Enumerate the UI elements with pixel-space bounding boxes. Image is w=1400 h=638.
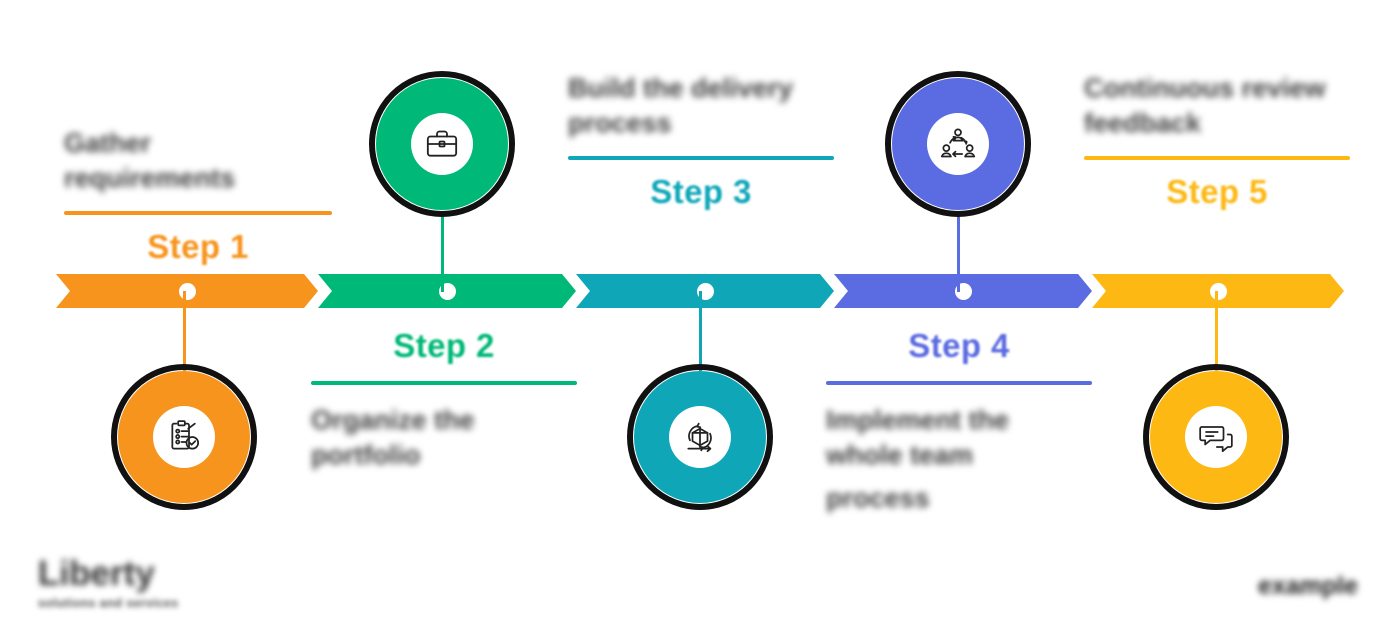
- step-rule-2: [311, 381, 577, 385]
- node-disc-1: [118, 371, 250, 503]
- step-node-5[interactable]: [1143, 364, 1289, 510]
- step-label-4: Step 4: [908, 327, 1010, 364]
- brand-logo-name: Liberty: [38, 554, 155, 593]
- timeline-segment-1[interactable]: [56, 274, 318, 308]
- step-node-4[interactable]: [885, 71, 1031, 217]
- step-description-2: Organize the portfolio: [311, 405, 475, 470]
- step-text-block-1: Gather requirements Step 1: [64, 126, 332, 266]
- clipboard-checklist-icon: [153, 406, 215, 468]
- step-node-3[interactable]: [627, 364, 773, 510]
- node-disc-5: [1150, 371, 1282, 503]
- step-label-5: Step 5: [1166, 173, 1268, 211]
- brand-logo: Liberty solutions and services: [38, 556, 178, 610]
- connector-line-4: [957, 212, 960, 292]
- step-node-1[interactable]: [111, 364, 257, 510]
- step-description-4: Implement the whole team process: [826, 405, 1010, 514]
- step-description-1: Gather requirements: [64, 128, 236, 193]
- timeline-segment-5[interactable]: [1092, 274, 1344, 308]
- step-node-2[interactable]: [369, 71, 515, 217]
- timeline-node-dot-5: [1210, 283, 1227, 300]
- node-ring-5: [1143, 364, 1289, 510]
- connector-line-5: [1215, 291, 1218, 371]
- node-ring-3: [627, 364, 773, 510]
- box-rotate-arrows-icon: [669, 406, 731, 468]
- timeline-segment-3[interactable]: [576, 274, 834, 308]
- timeline-segment-2[interactable]: [318, 274, 576, 308]
- node-ring-2: [369, 71, 515, 217]
- step-description-3: Build the delivery process: [568, 73, 794, 138]
- step-rule-4: [826, 381, 1092, 385]
- chat-bubbles-icon: [1185, 406, 1247, 468]
- node-disc-4: [892, 78, 1024, 210]
- step-text-block-4: Step 4 Implement the whole team process: [826, 327, 1092, 516]
- node-disc-3: [634, 371, 766, 503]
- footer-credit: example: [1257, 572, 1358, 600]
- node-ring-4: [885, 71, 1031, 217]
- step-label-2: Step 2: [393, 327, 495, 364]
- connector-line-1: [183, 291, 186, 371]
- timeline-arrow-bar: [56, 274, 1344, 308]
- node-disc-2: [376, 78, 508, 210]
- timeline-node-dot-1: [179, 283, 196, 300]
- step-label-3: Step 3: [650, 173, 752, 211]
- team-network-icon: [927, 113, 989, 175]
- connector-line-2: [441, 212, 444, 292]
- step-label-1: Step 1: [147, 228, 249, 266]
- step-text-block-5: Continuous review feedback Step 5: [1084, 71, 1350, 211]
- step-rule-1: [64, 211, 332, 216]
- connector-line-3: [699, 291, 702, 371]
- brand-logo-tagline: solutions and services: [38, 596, 179, 610]
- step-rule-3: [568, 156, 834, 161]
- briefcase-icon: [411, 113, 473, 175]
- step-rule-5: [1084, 156, 1350, 161]
- timeline-segment-4[interactable]: [834, 274, 1092, 308]
- step-description-5: Continuous review feedback: [1084, 73, 1326, 138]
- step-text-block-3: Build the delivery process Step 3: [568, 71, 834, 211]
- node-ring-1: [111, 364, 257, 510]
- step-text-block-2: Step 2 Organize the portfolio: [311, 327, 577, 472]
